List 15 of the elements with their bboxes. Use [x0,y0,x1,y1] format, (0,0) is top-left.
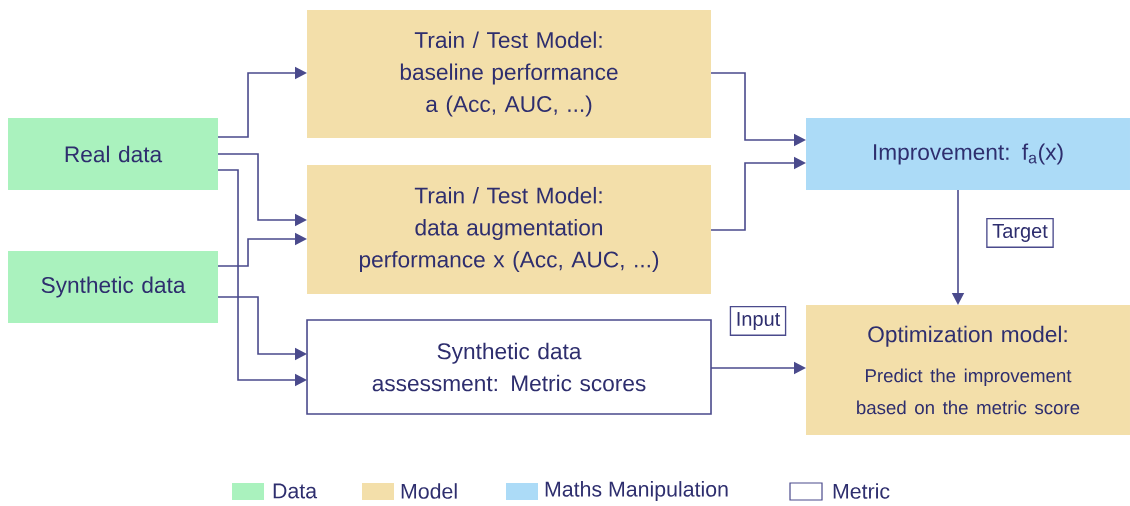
data-box: Synthetic data [8,251,218,323]
arrow [217,232,307,267]
legend-label: Metric [833,483,890,499]
model-box: Train / Test Model: data augmentation performance x (Acc, AUC, ...) [307,165,711,294]
model-box: Train / Test Model: baseline performance a (Acc, AUC, ...) [307,10,711,138]
maths-box: Improvement: f$_{a}$(x) [806,118,1130,190]
arrow [217,66,307,138]
edge-label: Input [729,306,787,336]
metric-box: Synthetic data assessment: Metric scores [306,319,712,415]
legend-label: Maths Manipulation [545,481,728,501]
legend-label: Model [401,483,457,499]
model-box: Optimization model: Predict the improvement based on the metric score [806,305,1130,435]
data-box: Real data [8,118,218,190]
legend-label: Data [273,483,318,499]
edge-label: Target [986,218,1054,248]
